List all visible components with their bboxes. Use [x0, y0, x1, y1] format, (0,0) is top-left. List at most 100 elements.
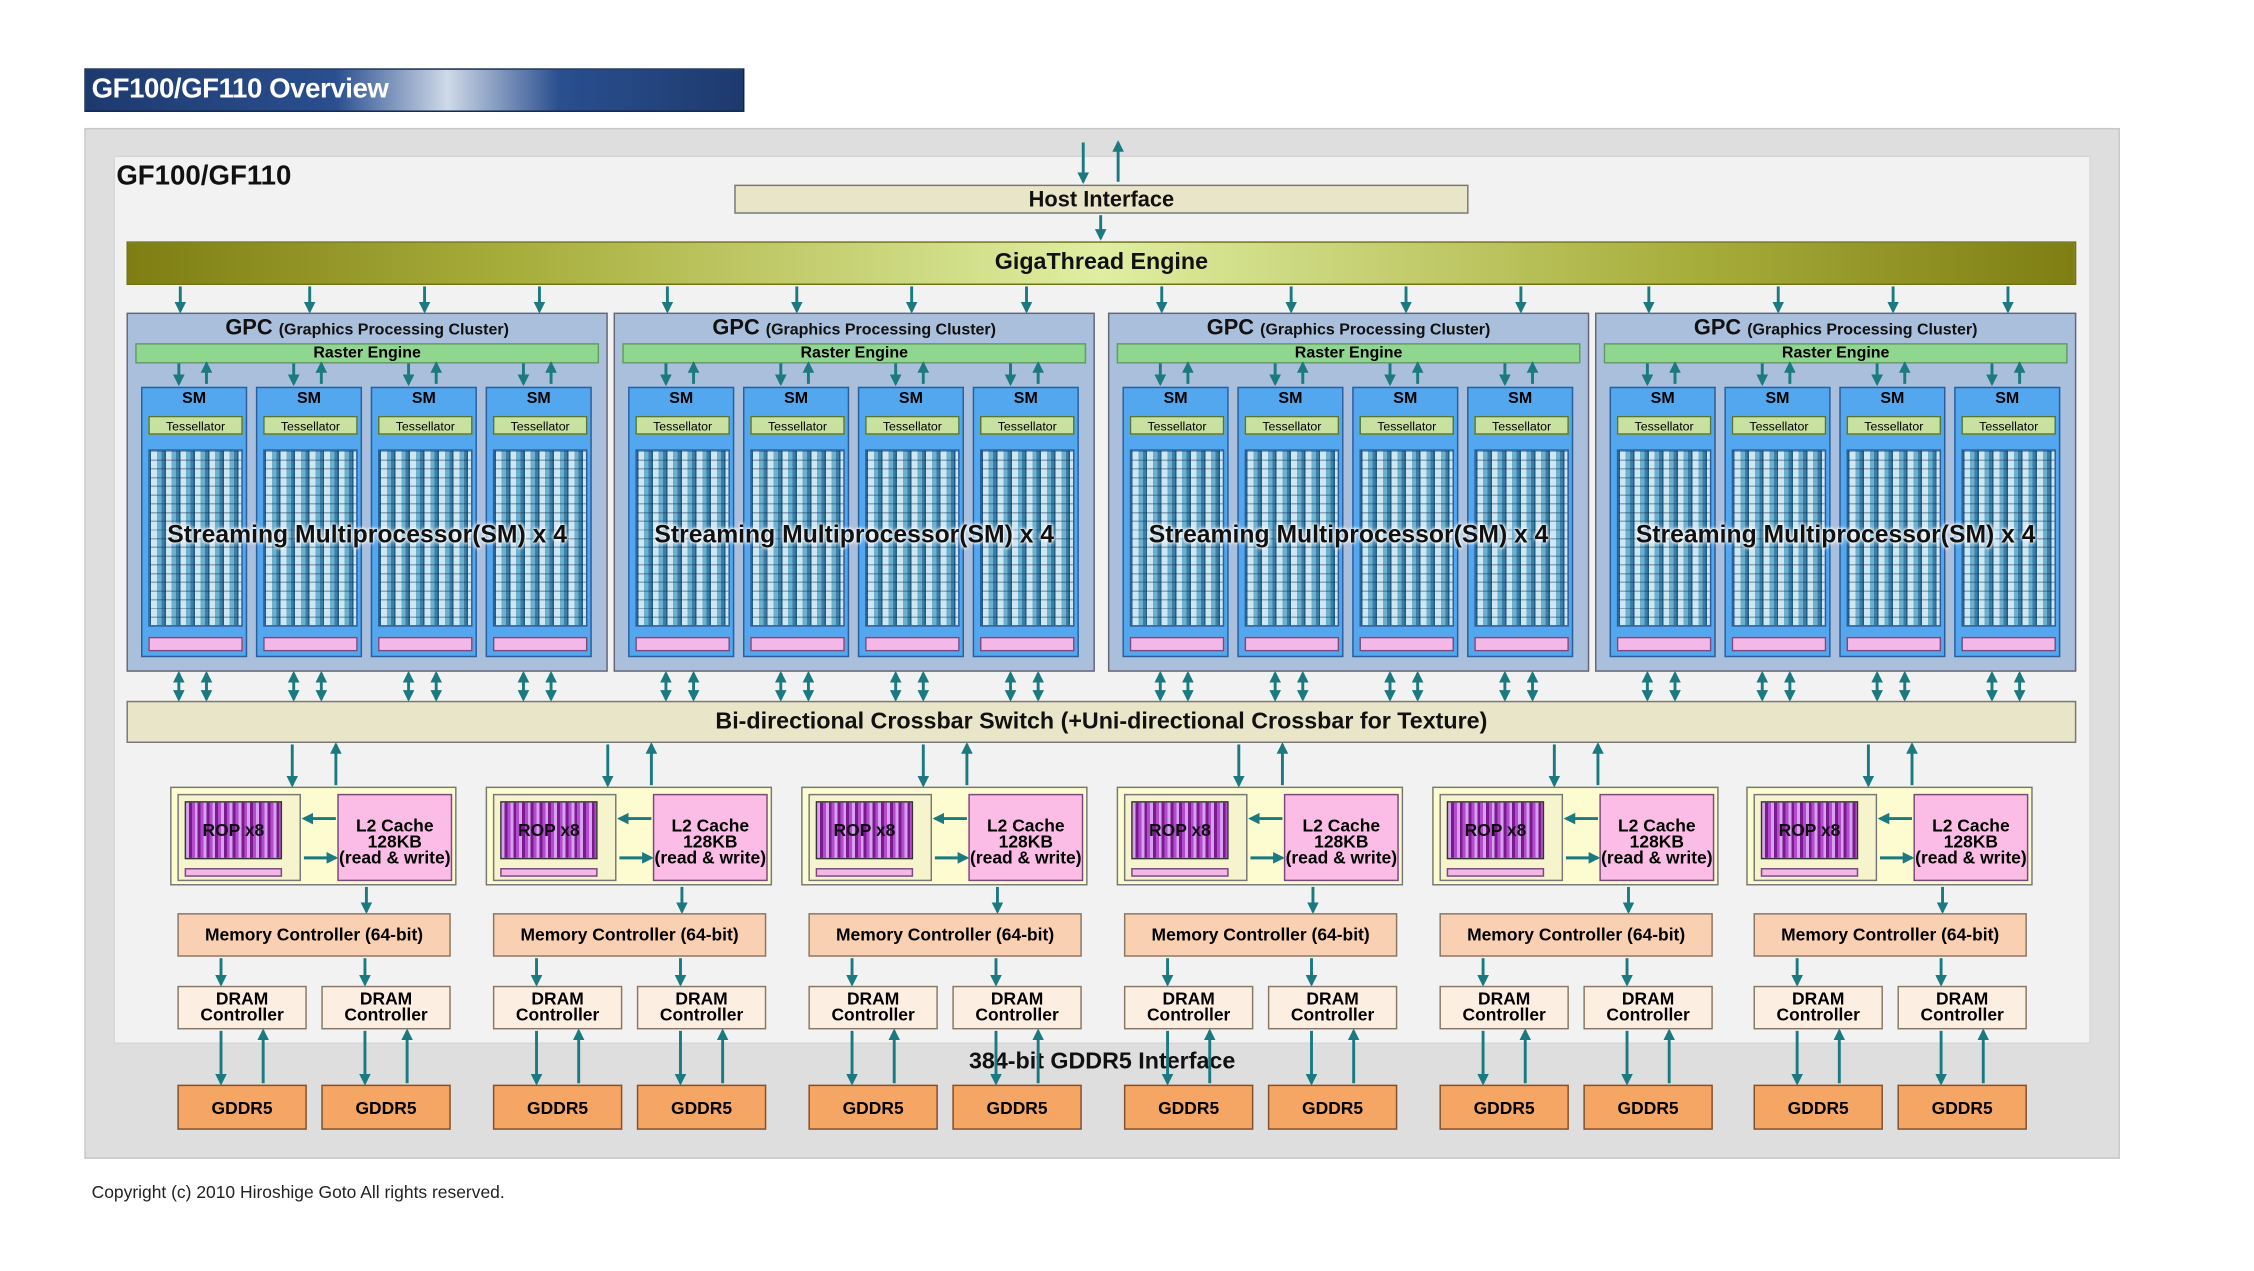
- chip-title: GF100/GF110: [116, 161, 292, 192]
- gddr5-chip: GDDR5: [177, 1084, 307, 1130]
- tessellator: Tessellator: [635, 415, 730, 435]
- sm-cache-bar: [263, 636, 358, 652]
- l2-line2: 128KB: [683, 831, 738, 853]
- l2-line3: (read & write): [1601, 847, 1713, 869]
- tessellator: Tessellator: [378, 415, 473, 435]
- sm-cache-bar: [492, 636, 588, 652]
- gpc-title: GPC (Graphics Processing Cluster): [128, 316, 606, 341]
- sm-cache-bar: [865, 636, 960, 652]
- cuda-core-array: [979, 449, 1075, 627]
- sm-cache-bar: [1244, 636, 1340, 652]
- cuda-core-array: [148, 449, 243, 627]
- cuda-core-array: [1731, 449, 1827, 627]
- cuda-core-array: [750, 449, 845, 627]
- gddr5-chip: GDDR5: [1267, 1084, 1398, 1130]
- rop-bar: [1131, 868, 1229, 877]
- l2-line2: 128KB: [1629, 831, 1684, 853]
- tessellator: Tessellator: [750, 415, 845, 435]
- gpc-title-sub: (Graphics Processing Cluster): [1747, 321, 1978, 339]
- dram-line2: Controller: [1920, 1004, 2004, 1026]
- raster-engine: Raster Engine: [1603, 343, 2068, 364]
- raster-engine: Raster Engine: [622, 343, 1087, 364]
- sm-label: SM: [898, 389, 923, 408]
- cuda-core-array: [635, 449, 730, 627]
- dram-line2: Controller: [1776, 1004, 1860, 1026]
- rop-block: ROP x8: [184, 801, 283, 860]
- sm-3: SM Tessellator: [857, 386, 965, 658]
- dram-line2: Controller: [344, 1004, 428, 1026]
- rop-unit: ROP x8: [1123, 793, 1248, 882]
- l2-line1: L2 Cache: [1302, 815, 1381, 837]
- l2-line2: 128KB: [998, 831, 1053, 853]
- tessellator: Tessellator: [1474, 415, 1569, 435]
- l2-line3: (read & write): [1915, 847, 2027, 869]
- dram-line1: DRAM: [1621, 988, 1675, 1010]
- gigathread-engine: GigaThread Engine: [126, 241, 2077, 285]
- rop-bar: [1446, 868, 1545, 877]
- gddr5-chip: GDDR5: [1897, 1084, 2027, 1130]
- l2-line2: 128KB: [367, 831, 422, 853]
- gpc-title-main: GPC: [712, 315, 760, 341]
- memory-controller: Memory Controller (64-bit): [177, 913, 451, 957]
- gddr5-chip: GDDR5: [1753, 1084, 1883, 1130]
- gddr5-chip: GDDR5: [492, 1084, 623, 1130]
- dram-line2: Controller: [659, 1004, 744, 1026]
- memory-controller: Memory Controller (64-bit): [1123, 913, 1398, 957]
- title-banner: GF100/GF110 Overview: [84, 68, 745, 112]
- memory-controller: Memory Controller (64-bit): [492, 913, 767, 957]
- memory-controller: Memory Controller (64-bit): [1753, 913, 2027, 957]
- rop-block: ROP x8: [1131, 801, 1229, 860]
- sm-label: SM: [182, 389, 207, 408]
- sm-cache-bar: [378, 636, 473, 652]
- dram-line2: Controller: [975, 1004, 1059, 1026]
- l2-line2: 128KB: [1943, 831, 1999, 853]
- sm-cache-bar: [979, 636, 1075, 652]
- dram-line1: DRAM: [1936, 988, 1989, 1010]
- gpc-1: GPC (Graphics Processing Cluster)Raster …: [126, 312, 608, 672]
- dram-line2: Controller: [1606, 1004, 1690, 1026]
- sm-cache-bar: [1731, 636, 1827, 652]
- dram-line1: DRAM: [1306, 988, 1359, 1010]
- rop-unit: ROP x8: [808, 793, 933, 882]
- sm-cache-bar: [1616, 636, 1712, 652]
- rop-unit: ROP x8: [1439, 793, 1564, 882]
- sm-label: SM: [1278, 389, 1303, 408]
- dram-line2: Controller: [200, 1004, 284, 1026]
- tessellator: Tessellator: [1616, 415, 1712, 435]
- dram-line2: Controller: [1146, 1004, 1231, 1026]
- memory-controller: Memory Controller (64-bit): [1439, 913, 1713, 957]
- sm-cache-bar: [1359, 636, 1454, 652]
- gddr5-chip: GDDR5: [1583, 1084, 1713, 1130]
- sm-label: SM: [526, 389, 551, 408]
- rop-block: ROP x8: [1760, 801, 1859, 860]
- l2-line1: L2 Cache: [671, 815, 750, 837]
- gpc-title: GPC (Graphics Processing Cluster): [615, 316, 1093, 341]
- l2-line1: L2 Cache: [1618, 815, 1696, 837]
- rop-bar: [1760, 868, 1859, 877]
- dram-line1: DRAM: [531, 988, 584, 1010]
- tessellator: Tessellator: [865, 415, 960, 435]
- sm-label: SM: [1995, 389, 2020, 408]
- gddr5-chip: GDDR5: [1439, 1084, 1569, 1130]
- tessellator: Tessellator: [979, 415, 1075, 435]
- memory-controller: Memory Controller (64-bit): [808, 913, 1082, 957]
